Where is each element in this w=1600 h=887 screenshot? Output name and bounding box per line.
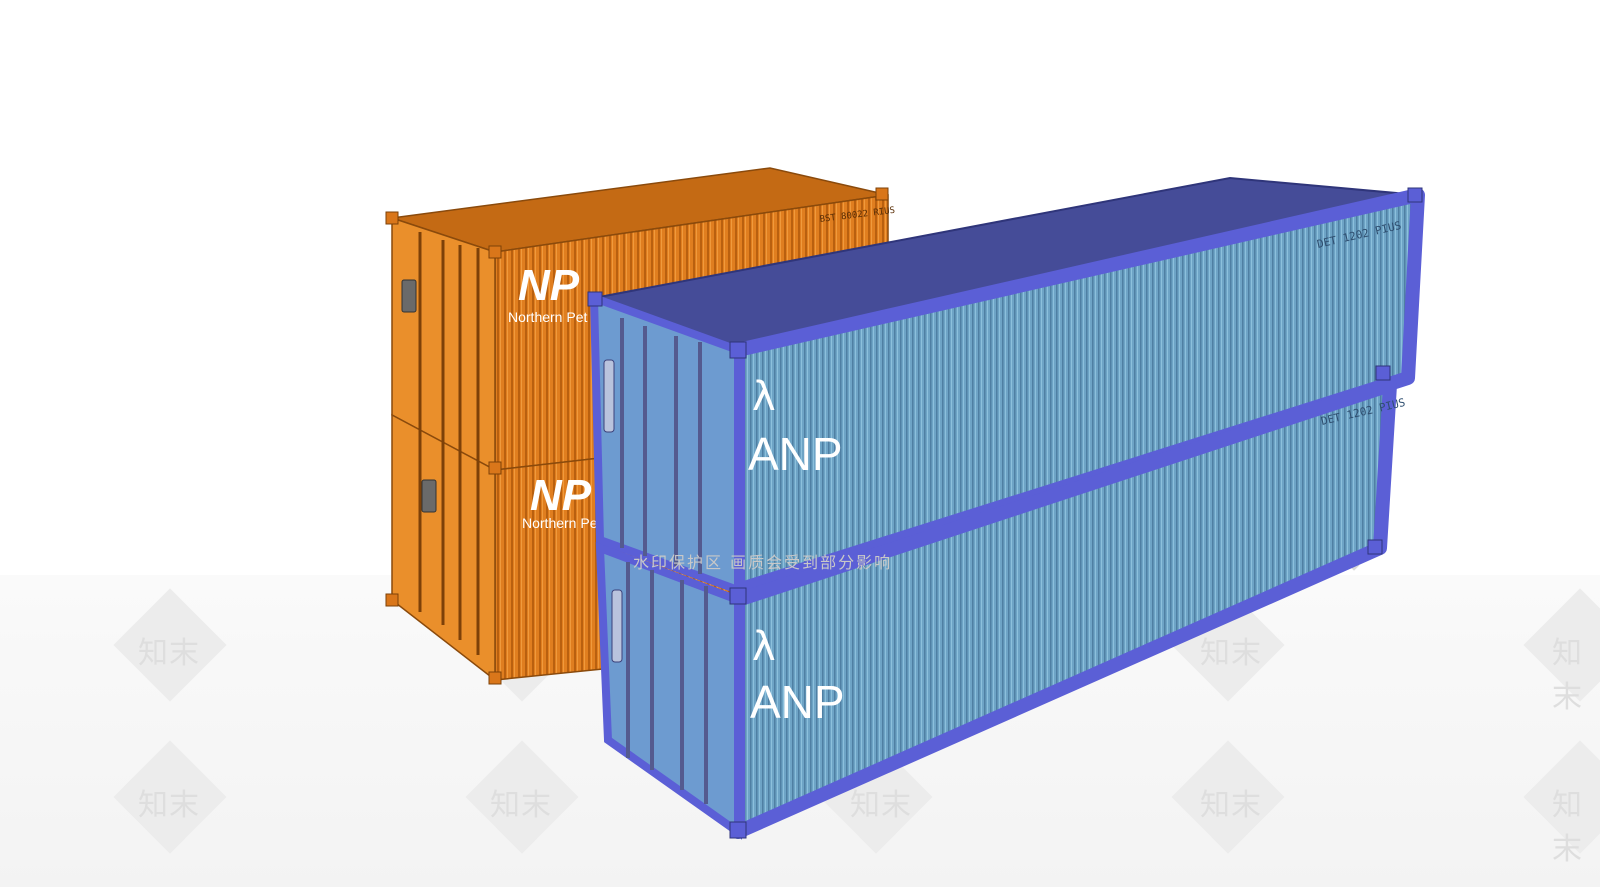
- watermark-notice: 水印保护区 画质会受到部分影响: [633, 553, 893, 572]
- company-name: Northern Pet: [522, 515, 601, 531]
- company-name: Northern Pet: [508, 309, 587, 325]
- watermark-text: 知末: [490, 788, 552, 823]
- watermark-text: 知末: [1200, 636, 1262, 671]
- watermark-text: 知末: [1200, 788, 1262, 823]
- watermark-text: 知末: [1552, 788, 1583, 867]
- lambda-mark: λ: [752, 374, 776, 420]
- watermark-text: 知末: [1552, 636, 1583, 715]
- watermark-text: 知末: [138, 788, 200, 823]
- anp-logo: ANP: [750, 676, 845, 728]
- blue-container-stack: [587, 176, 1425, 840]
- np-logo: NP: [518, 261, 580, 310]
- anp-logo: ANP: [748, 428, 843, 480]
- watermark-text: 知末: [850, 788, 912, 823]
- orange-lower-logo: NP Northern Pet: [522, 471, 601, 531]
- np-logo: NP: [530, 471, 592, 520]
- lambda-mark: λ: [752, 624, 776, 670]
- watermark-text: 知末: [138, 636, 200, 671]
